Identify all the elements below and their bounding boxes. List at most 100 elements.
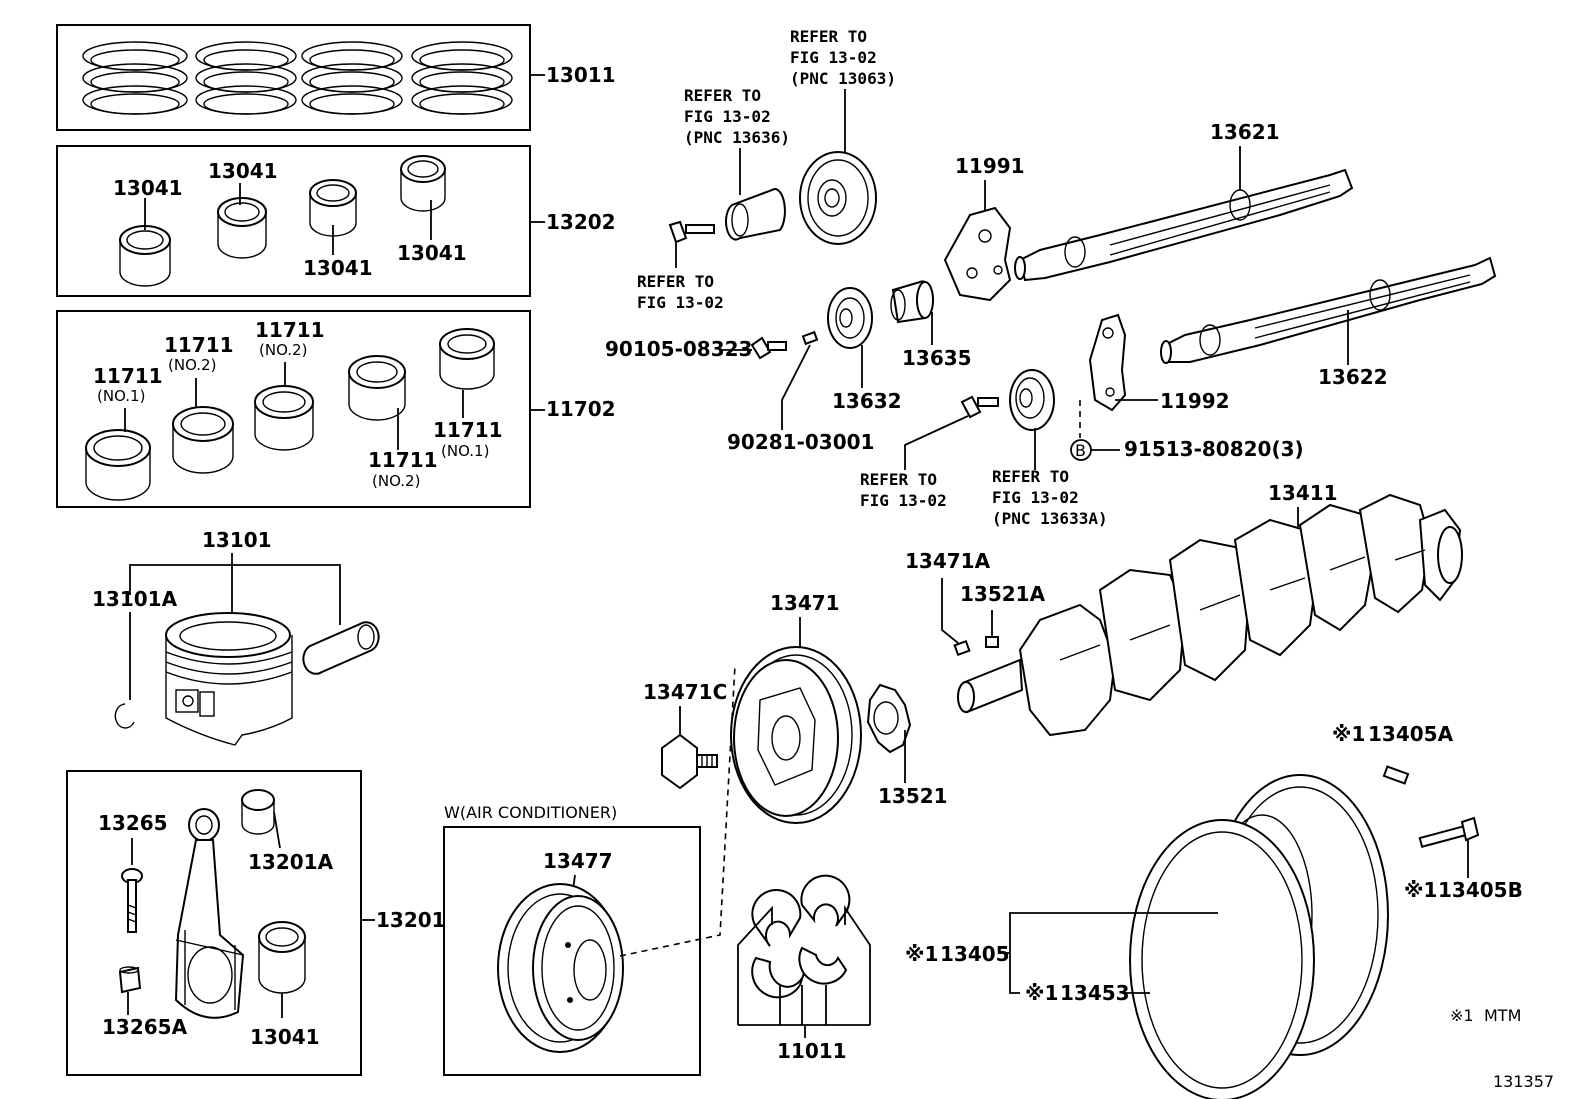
label-13471: 13471 bbox=[770, 591, 840, 615]
label-90281: 90281-03001 bbox=[727, 430, 874, 454]
flywheel-bolt bbox=[1418, 816, 1480, 849]
label-13265A: 13265A bbox=[102, 1015, 188, 1039]
dowel-pin bbox=[1382, 765, 1410, 785]
label-11711-c: 11711 bbox=[255, 318, 325, 342]
cam-gear-13632 bbox=[827, 287, 873, 349]
gear-bolt bbox=[750, 336, 787, 360]
piston bbox=[165, 612, 293, 746]
svg-text:REFER TO: REFER TO bbox=[790, 27, 867, 46]
svg-text:(PNC 13633A): (PNC 13633A) bbox=[992, 509, 1108, 528]
thrust-washers bbox=[751, 874, 851, 999]
svg-text:REFER TO: REFER TO bbox=[637, 272, 714, 291]
label-13521A: 13521A bbox=[960, 582, 1046, 606]
piston-ring-set bbox=[411, 41, 513, 115]
label-13041-b: 13041 bbox=[208, 159, 278, 183]
ref-note-4: REFER TO FIG 13-02 bbox=[860, 470, 947, 510]
mark-a: ※1 bbox=[1332, 722, 1365, 746]
ref-note-3: REFER TO FIG 13-02 bbox=[637, 272, 724, 312]
piston-pin bbox=[302, 621, 380, 675]
piston-ring-sets bbox=[82, 41, 513, 115]
ac-pulley bbox=[497, 883, 624, 1053]
rod-bolt bbox=[121, 868, 143, 933]
label-11711-d-sub: (NO.2) bbox=[372, 472, 420, 490]
label-13471A: 13471A bbox=[905, 549, 991, 573]
ac-pulley-box bbox=[443, 826, 701, 1076]
label-13477: 13477 bbox=[543, 849, 613, 873]
crankshaft bbox=[957, 493, 1463, 737]
idler-gear bbox=[799, 151, 877, 245]
label-13621: 13621 bbox=[1210, 120, 1280, 144]
idler-bolt-left bbox=[668, 220, 715, 244]
key-13471A bbox=[953, 639, 971, 657]
label-11011: 11011 bbox=[777, 1039, 847, 1063]
piston-ring-set bbox=[301, 41, 403, 115]
ac-box-title: W(AIR CONDITIONER) bbox=[444, 803, 617, 822]
label-13202: 13202 bbox=[546, 210, 616, 234]
mark-e: ※1 bbox=[1450, 1006, 1474, 1025]
label-11711-a: 11711 bbox=[93, 364, 163, 388]
svg-text:(PNC 13063): (PNC 13063) bbox=[790, 69, 896, 88]
mark-d: ※1 bbox=[1025, 981, 1058, 1005]
main-bearing-box bbox=[56, 310, 531, 508]
cam-gear-lower bbox=[1009, 369, 1055, 431]
label-13041-e: 13041 bbox=[250, 1025, 320, 1049]
label-11702: 11702 bbox=[546, 397, 616, 421]
label-13405A: 13405A bbox=[1368, 722, 1454, 746]
svg-text:FIG 13-02: FIG 13-02 bbox=[992, 488, 1079, 507]
label-13265: 13265 bbox=[98, 811, 168, 835]
idler-shaft bbox=[725, 188, 786, 241]
pin-90281 bbox=[801, 330, 819, 346]
plate-11992 bbox=[1088, 313, 1127, 412]
plate-11991 bbox=[943, 206, 1012, 302]
ref-note-2: REFER TO FIG 13-02 (PNC 13636) bbox=[684, 86, 790, 147]
label-91513: 91513-80820(3) bbox=[1124, 437, 1304, 461]
camshaft-13621 bbox=[1014, 168, 1354, 282]
piston-ring-set bbox=[82, 41, 188, 115]
label-13041-c: 13041 bbox=[303, 256, 373, 280]
label-11711-a-sub: (NO.1) bbox=[97, 387, 145, 405]
main-bearings bbox=[85, 328, 495, 501]
rod-bearing bbox=[258, 921, 306, 994]
label-90105: 90105-08323 bbox=[605, 337, 752, 361]
connecting-rod bbox=[174, 808, 245, 1019]
b-mark: B bbox=[1075, 441, 1086, 460]
label-13201A: 13201A bbox=[248, 850, 334, 874]
svg-text:(PNC 13636): (PNC 13636) bbox=[684, 128, 790, 147]
label-11711-e-sub: (NO.1) bbox=[441, 442, 489, 460]
cam-gear-bolt bbox=[960, 395, 999, 419]
connecting-rod-box bbox=[66, 770, 362, 1076]
label-11711-b: 11711 bbox=[164, 333, 234, 357]
svg-text:FIG 13-02: FIG 13-02 bbox=[684, 107, 771, 126]
figure-id: 131357 bbox=[1493, 1072, 1554, 1091]
rod-nut bbox=[118, 966, 142, 994]
svg-text:REFER TO: REFER TO bbox=[684, 86, 761, 105]
label-13521: 13521 bbox=[878, 784, 948, 808]
label-13632: 13632 bbox=[832, 389, 902, 413]
label-mtm: MTM bbox=[1484, 1006, 1521, 1025]
ref-note-5: REFER TO FIG 13-02 (PNC 13633A) bbox=[992, 467, 1108, 528]
label-11711-c-sub: (NO.2) bbox=[259, 341, 307, 359]
label-13405: 13405 bbox=[940, 942, 1010, 966]
label-11992: 11992 bbox=[1160, 389, 1230, 413]
svg-text:REFER TO: REFER TO bbox=[860, 470, 937, 489]
label-13635: 13635 bbox=[902, 346, 972, 370]
label-13453: 13453 bbox=[1060, 981, 1130, 1005]
mark-c: ※1 bbox=[905, 942, 938, 966]
label-13411: 13411 bbox=[1268, 481, 1338, 505]
label-13041-a: 13041 bbox=[113, 176, 183, 200]
label-13622: 13622 bbox=[1318, 365, 1388, 389]
label-13101A: 13101A bbox=[92, 587, 178, 611]
bushing-13635 bbox=[890, 280, 934, 324]
label-13471C: 13471C bbox=[643, 680, 727, 704]
key-13521A bbox=[985, 636, 999, 648]
label-11711-e: 11711 bbox=[433, 418, 503, 442]
rod-bushing bbox=[241, 789, 275, 835]
svg-text:REFER TO: REFER TO bbox=[992, 467, 1069, 486]
camshaft-13622 bbox=[1160, 256, 1497, 364]
piston-ring-box bbox=[56, 24, 531, 131]
label-11711-b-sub: (NO.2) bbox=[168, 356, 216, 374]
crank-pulley bbox=[730, 646, 862, 824]
label-13201: 13201 bbox=[376, 908, 446, 932]
label-11711-d: 11711 bbox=[368, 448, 438, 472]
